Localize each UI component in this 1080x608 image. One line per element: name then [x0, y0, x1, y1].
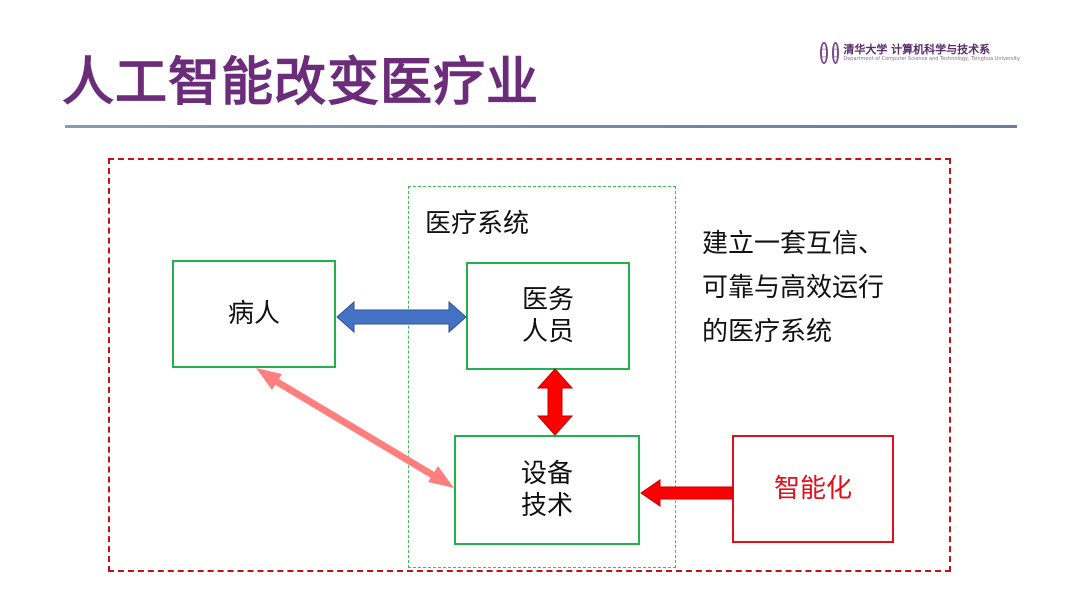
medical-system-frame — [408, 186, 676, 568]
patient-label: 病人 — [227, 298, 280, 329]
equipment-label-line1: 设备 — [520, 458, 573, 489]
medical-staff-label-line1: 医务 — [521, 284, 574, 315]
staff-tech-double-arrow — [536, 368, 574, 436]
logo-sub-text: Department of Computer Science and Techn… — [843, 56, 1020, 62]
note-line-1: 建立一套互信、 — [702, 229, 885, 259]
patient-staff-double-arrow — [336, 300, 467, 334]
description-note: 建立一套互信、 可靠与高效运行 的医疗系统 — [702, 222, 884, 354]
patient-box: 病人 — [172, 260, 336, 368]
ai-box: 智能化 — [732, 435, 894, 543]
university-logo: 清华大学 计算机科学与技术系 Department of Computer Sc… — [820, 36, 1020, 70]
logo-main-text: 清华大学 计算机科学与技术系 — [843, 43, 991, 56]
medical-system-label: 医疗系统 — [425, 209, 530, 239]
medical-staff-box: 医务 人员 — [466, 262, 630, 370]
department-seal-icon — [831, 42, 840, 64]
medical-staff-label-line2: 人员 — [521, 317, 574, 347]
patient-tech-arrowhead-start — [256, 368, 282, 390]
patient-tech-arrow-shaft — [272, 376, 438, 481]
ai-label: 智能化 — [773, 473, 852, 504]
outer-dashed-frame — [108, 158, 951, 572]
ai-to-tech-arrow — [640, 479, 733, 507]
university-seal-icon — [820, 42, 828, 64]
patient-tech-arrowhead-end — [428, 466, 454, 488]
note-line-2: 可靠与高效运行 — [702, 273, 885, 303]
equipment-label-line2: 技术 — [520, 491, 573, 521]
slide-title: 人工智能改变医疗业 — [62, 53, 540, 113]
equipment-technology-box: 设备 技术 — [454, 435, 640, 545]
logo-text: 清华大学 计算机科学与技术系 Department of Computer Sc… — [843, 44, 1020, 62]
title-divider — [65, 125, 1017, 128]
note-line-3: 的医疗系统 — [702, 317, 833, 347]
